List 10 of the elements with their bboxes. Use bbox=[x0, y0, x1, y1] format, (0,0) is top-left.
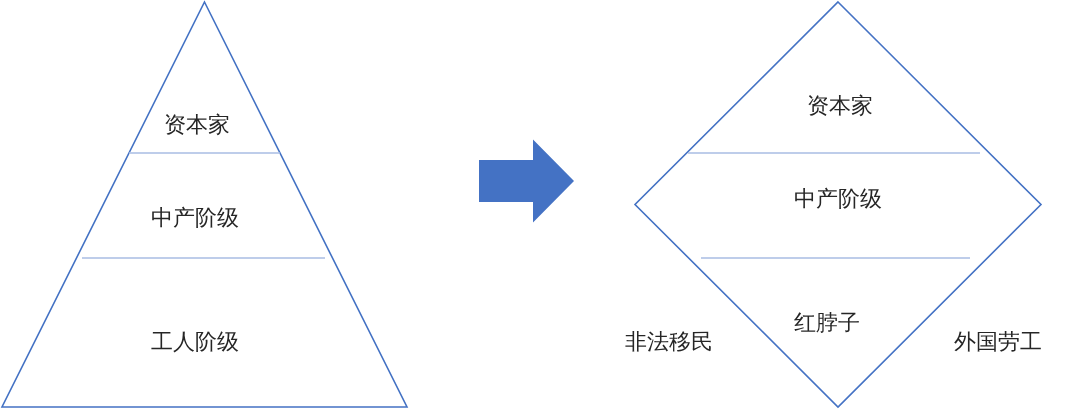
tier-label: 工人阶级 bbox=[151, 329, 239, 355]
tier-label: 资本家 bbox=[164, 112, 230, 138]
tier-label: 资本家 bbox=[807, 93, 873, 119]
tier-label: 红脖子 bbox=[794, 310, 860, 336]
side-label: 外国劳工 bbox=[954, 329, 1042, 355]
side-label: 非法移民 bbox=[625, 329, 713, 355]
tier-label: 中产阶级 bbox=[151, 205, 239, 231]
block-arrow bbox=[479, 139, 574, 223]
tier-label: 中产阶级 bbox=[794, 186, 882, 212]
pyramid-outline bbox=[2, 2, 407, 407]
